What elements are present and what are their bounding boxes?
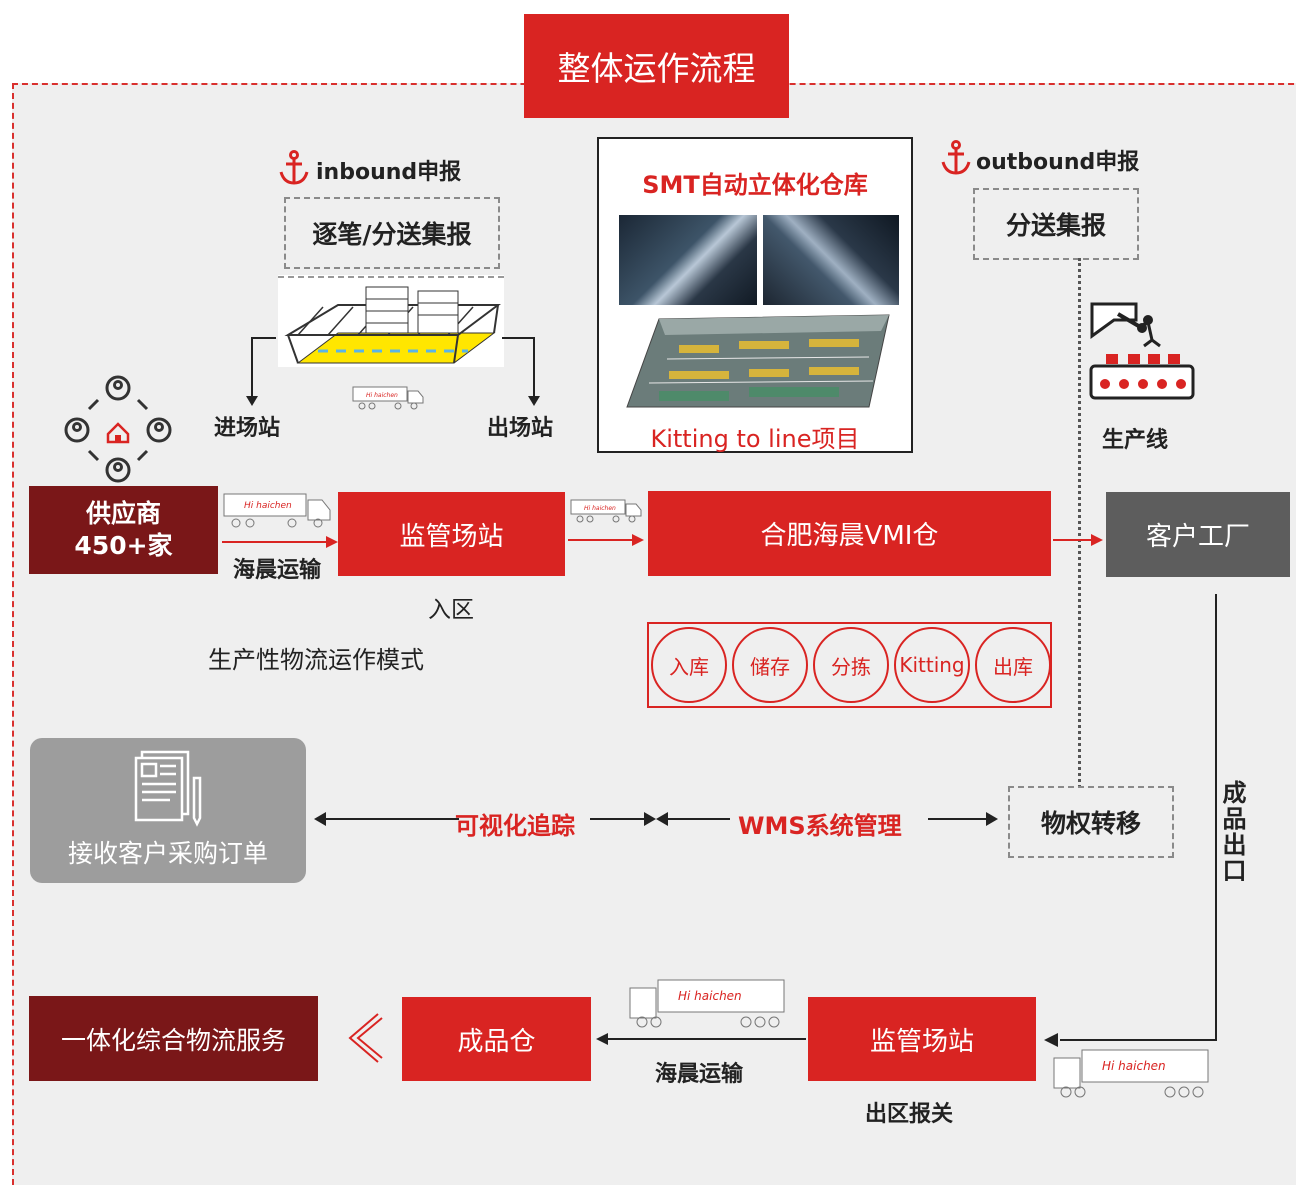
outbound-dotted-line: [1078, 258, 1081, 788]
chevron-left-icon: [344, 1012, 384, 1068]
step-kitting: Kitting: [894, 627, 970, 703]
document-icon: [130, 748, 210, 832]
svg-text:Hi haichen: Hi haichen: [678, 989, 742, 1003]
anchor-icon: [940, 140, 972, 180]
smt-title: SMT自动立体化仓库: [642, 171, 868, 199]
integrated-service-box: 一体化综合物流服务: [29, 996, 318, 1081]
inbound-facility-illustration: [278, 275, 504, 367]
visual-tracking-label: 可视化追踪: [455, 812, 575, 840]
outbound-label: outbound申报: [976, 150, 1140, 175]
flow-arrow: [594, 1031, 808, 1051]
wms-arrow: [656, 809, 1002, 833]
vmi-steps-container: 入库 储存 分拣 Kitting 出库: [647, 622, 1052, 708]
warehouse-photo-right: [763, 215, 899, 305]
order-label: 接收客户采购订单: [67, 839, 268, 868]
truck-icon: Hi haichen: [570, 498, 642, 528]
operation-mode-label: 生产性物流运作模式: [208, 646, 424, 674]
svg-text:Hi haichen: Hi haichen: [244, 501, 292, 511]
production-line-icon: [1088, 300, 1195, 408]
tracking-arrow: [314, 809, 659, 833]
warehouse-photo-left: [619, 215, 757, 305]
production-line-label: 生产线: [1102, 428, 1169, 453]
truck-icon: Hi haichen: [352, 385, 424, 415]
truck-icon: Hi haichen: [222, 492, 332, 534]
export-line: [1040, 592, 1222, 1058]
customer-order-box: 接收客户采购订单: [30, 738, 306, 883]
flow-arrow: [1053, 532, 1105, 551]
finished-goods-warehouse-box: 成品仓: [402, 997, 591, 1081]
step-sorting: 分拣: [813, 627, 889, 703]
truck-icon: Hi haichen: [628, 978, 788, 1034]
truck-icon: Hi haichen: [1052, 1048, 1212, 1104]
svg-text:Hi haichen: Hi haichen: [366, 392, 398, 399]
flow-arrow: [568, 532, 646, 551]
entry-station-label: 进场站: [214, 416, 281, 441]
export-station-box: 监管场站: [808, 997, 1036, 1081]
export-label: 成品出口: [1218, 780, 1246, 884]
svg-text:Hi haichen: Hi haichen: [1102, 1059, 1166, 1073]
smt-caption: Kitting to line项目: [650, 425, 860, 453]
inbound-exit-arrow: [500, 336, 540, 412]
outbound-declaration-box: 分送集报: [973, 188, 1139, 260]
step-storage: 储存: [732, 627, 808, 703]
customs-clearance-label: 出区报关: [865, 1102, 954, 1127]
step-inbound: 入库: [651, 627, 727, 703]
inbound-entry-arrow: [238, 336, 278, 412]
transport-label: 海晨运输: [655, 1062, 744, 1087]
inbound-declaration-box: 逐笔/分送集报: [284, 197, 500, 269]
wms-label: WMS系统管理: [738, 812, 902, 840]
svg-text:Hi haichen: Hi haichen: [584, 505, 616, 512]
customs-station-box: 监管场站: [338, 492, 565, 576]
supplier-network-icon: [62, 374, 174, 488]
ownership-transfer-box: 物权转移: [1008, 786, 1174, 858]
exit-station-label: 出场站: [487, 416, 554, 441]
inbound-label: inbound申报: [316, 160, 462, 185]
customer-factory-box: 客户工厂: [1106, 492, 1290, 577]
vmi-warehouse-box: 合肥海晨VMI仓: [648, 491, 1051, 576]
warehouse-layout-render: [619, 311, 899, 415]
station-sub-label: 入区: [428, 597, 474, 623]
smt-warehouse-panel: SMT自动立体化仓库 Kitting to line项目: [597, 137, 913, 453]
page-title: 整体运作流程: [524, 14, 789, 118]
flow-arrow: [222, 534, 340, 553]
step-outbound: 出库: [975, 627, 1051, 703]
supplier-count: 450+家: [74, 531, 173, 560]
anchor-icon: [278, 150, 310, 190]
transport-label: 海晨运输: [233, 558, 322, 583]
supplier-box: 供应商 450+家: [29, 486, 218, 574]
supplier-title: 供应商: [85, 499, 161, 528]
